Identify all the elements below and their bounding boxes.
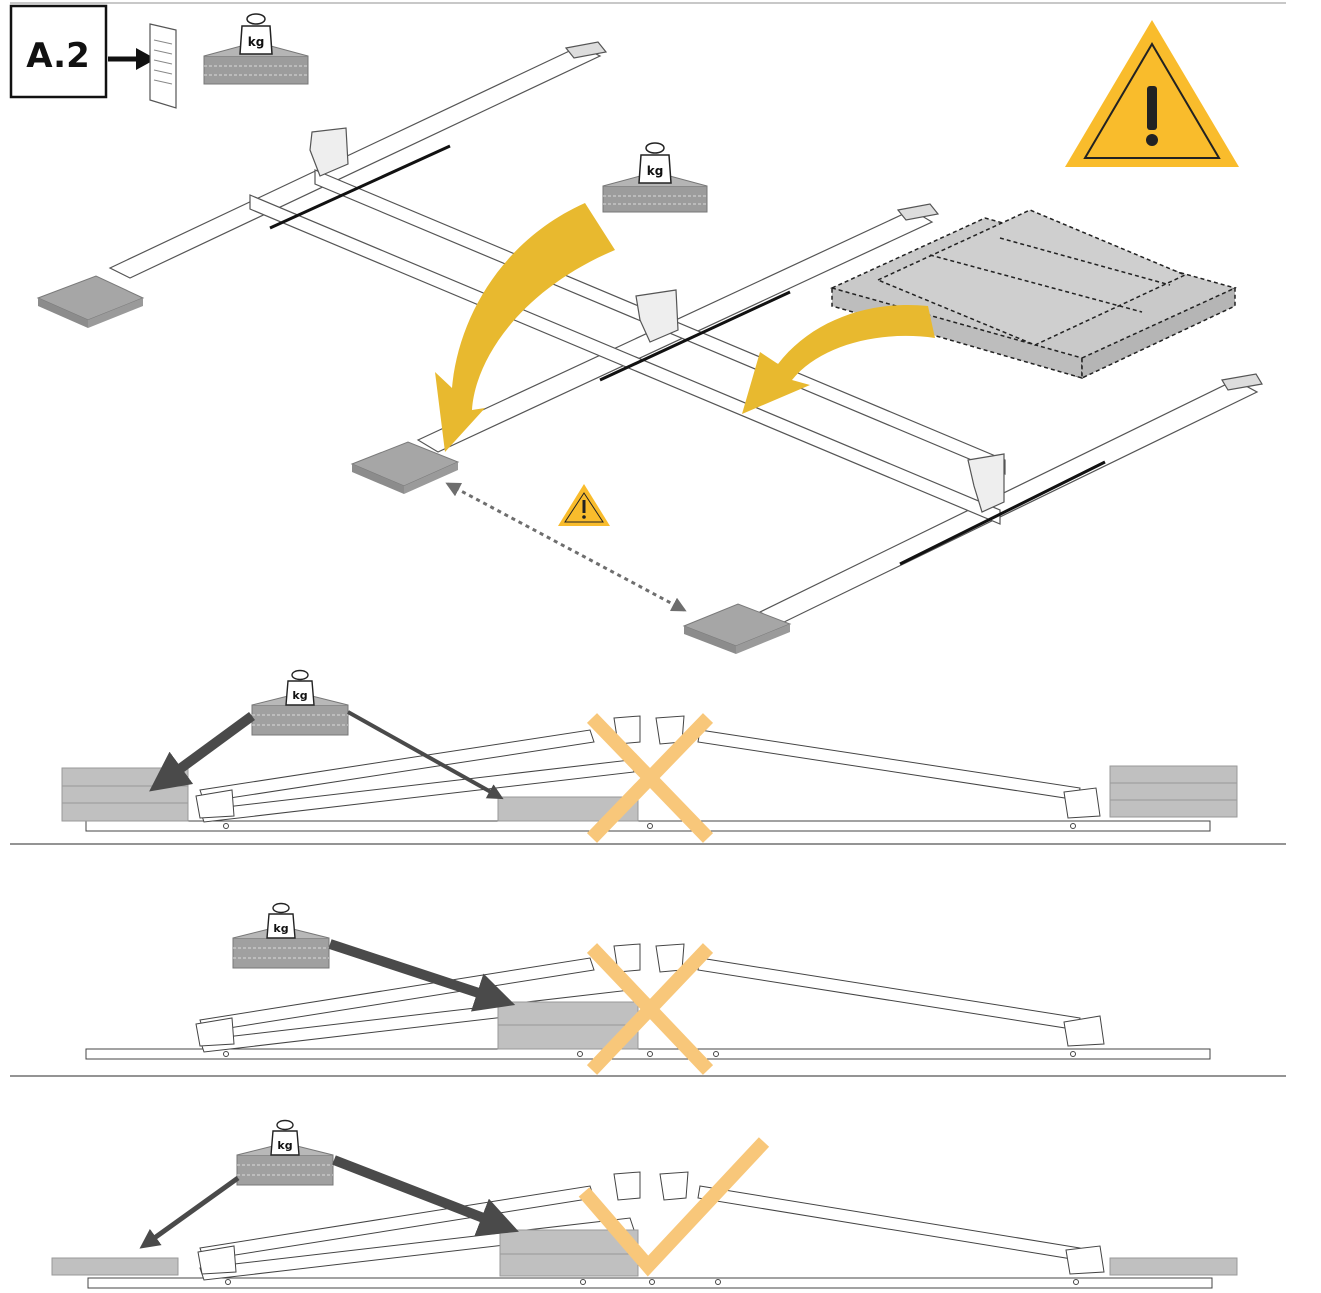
step-label-box: A.2 (9, 4, 108, 99)
arrow-to-document-icon (108, 48, 156, 70)
warning-icon (558, 484, 610, 526)
svg-text:kg: kg (647, 164, 664, 178)
cross-mark-icon (586, 713, 714, 843)
warning-icon (1065, 20, 1239, 167)
base-pad (36, 275, 145, 328)
check-mark-icon (578, 1137, 770, 1277)
rail-shadows (269, 144, 1106, 566)
side-view-1: kg (61, 669, 1238, 843)
placement-arrow (435, 203, 615, 452)
weight-icon: kg (203, 13, 309, 85)
side-view-3: kg (51, 1119, 1238, 1289)
svg-text:kg: kg (273, 922, 288, 935)
weight-icon: kg (602, 142, 708, 213)
svg-text:kg: kg (292, 689, 307, 702)
cross-mark-icon (586, 943, 714, 1075)
svg-text:kg: kg (248, 35, 265, 49)
base-pad (350, 441, 460, 494)
document-icon (149, 23, 177, 109)
step-label: A.2 (26, 36, 90, 76)
side-view-2: kg (85, 902, 1211, 1075)
spacing-arrow (445, 482, 687, 612)
base-pad (682, 603, 792, 654)
isometric-frame (108, 41, 1263, 625)
svg-text:kg: kg (277, 1139, 292, 1152)
placement-arrow (742, 304, 935, 414)
